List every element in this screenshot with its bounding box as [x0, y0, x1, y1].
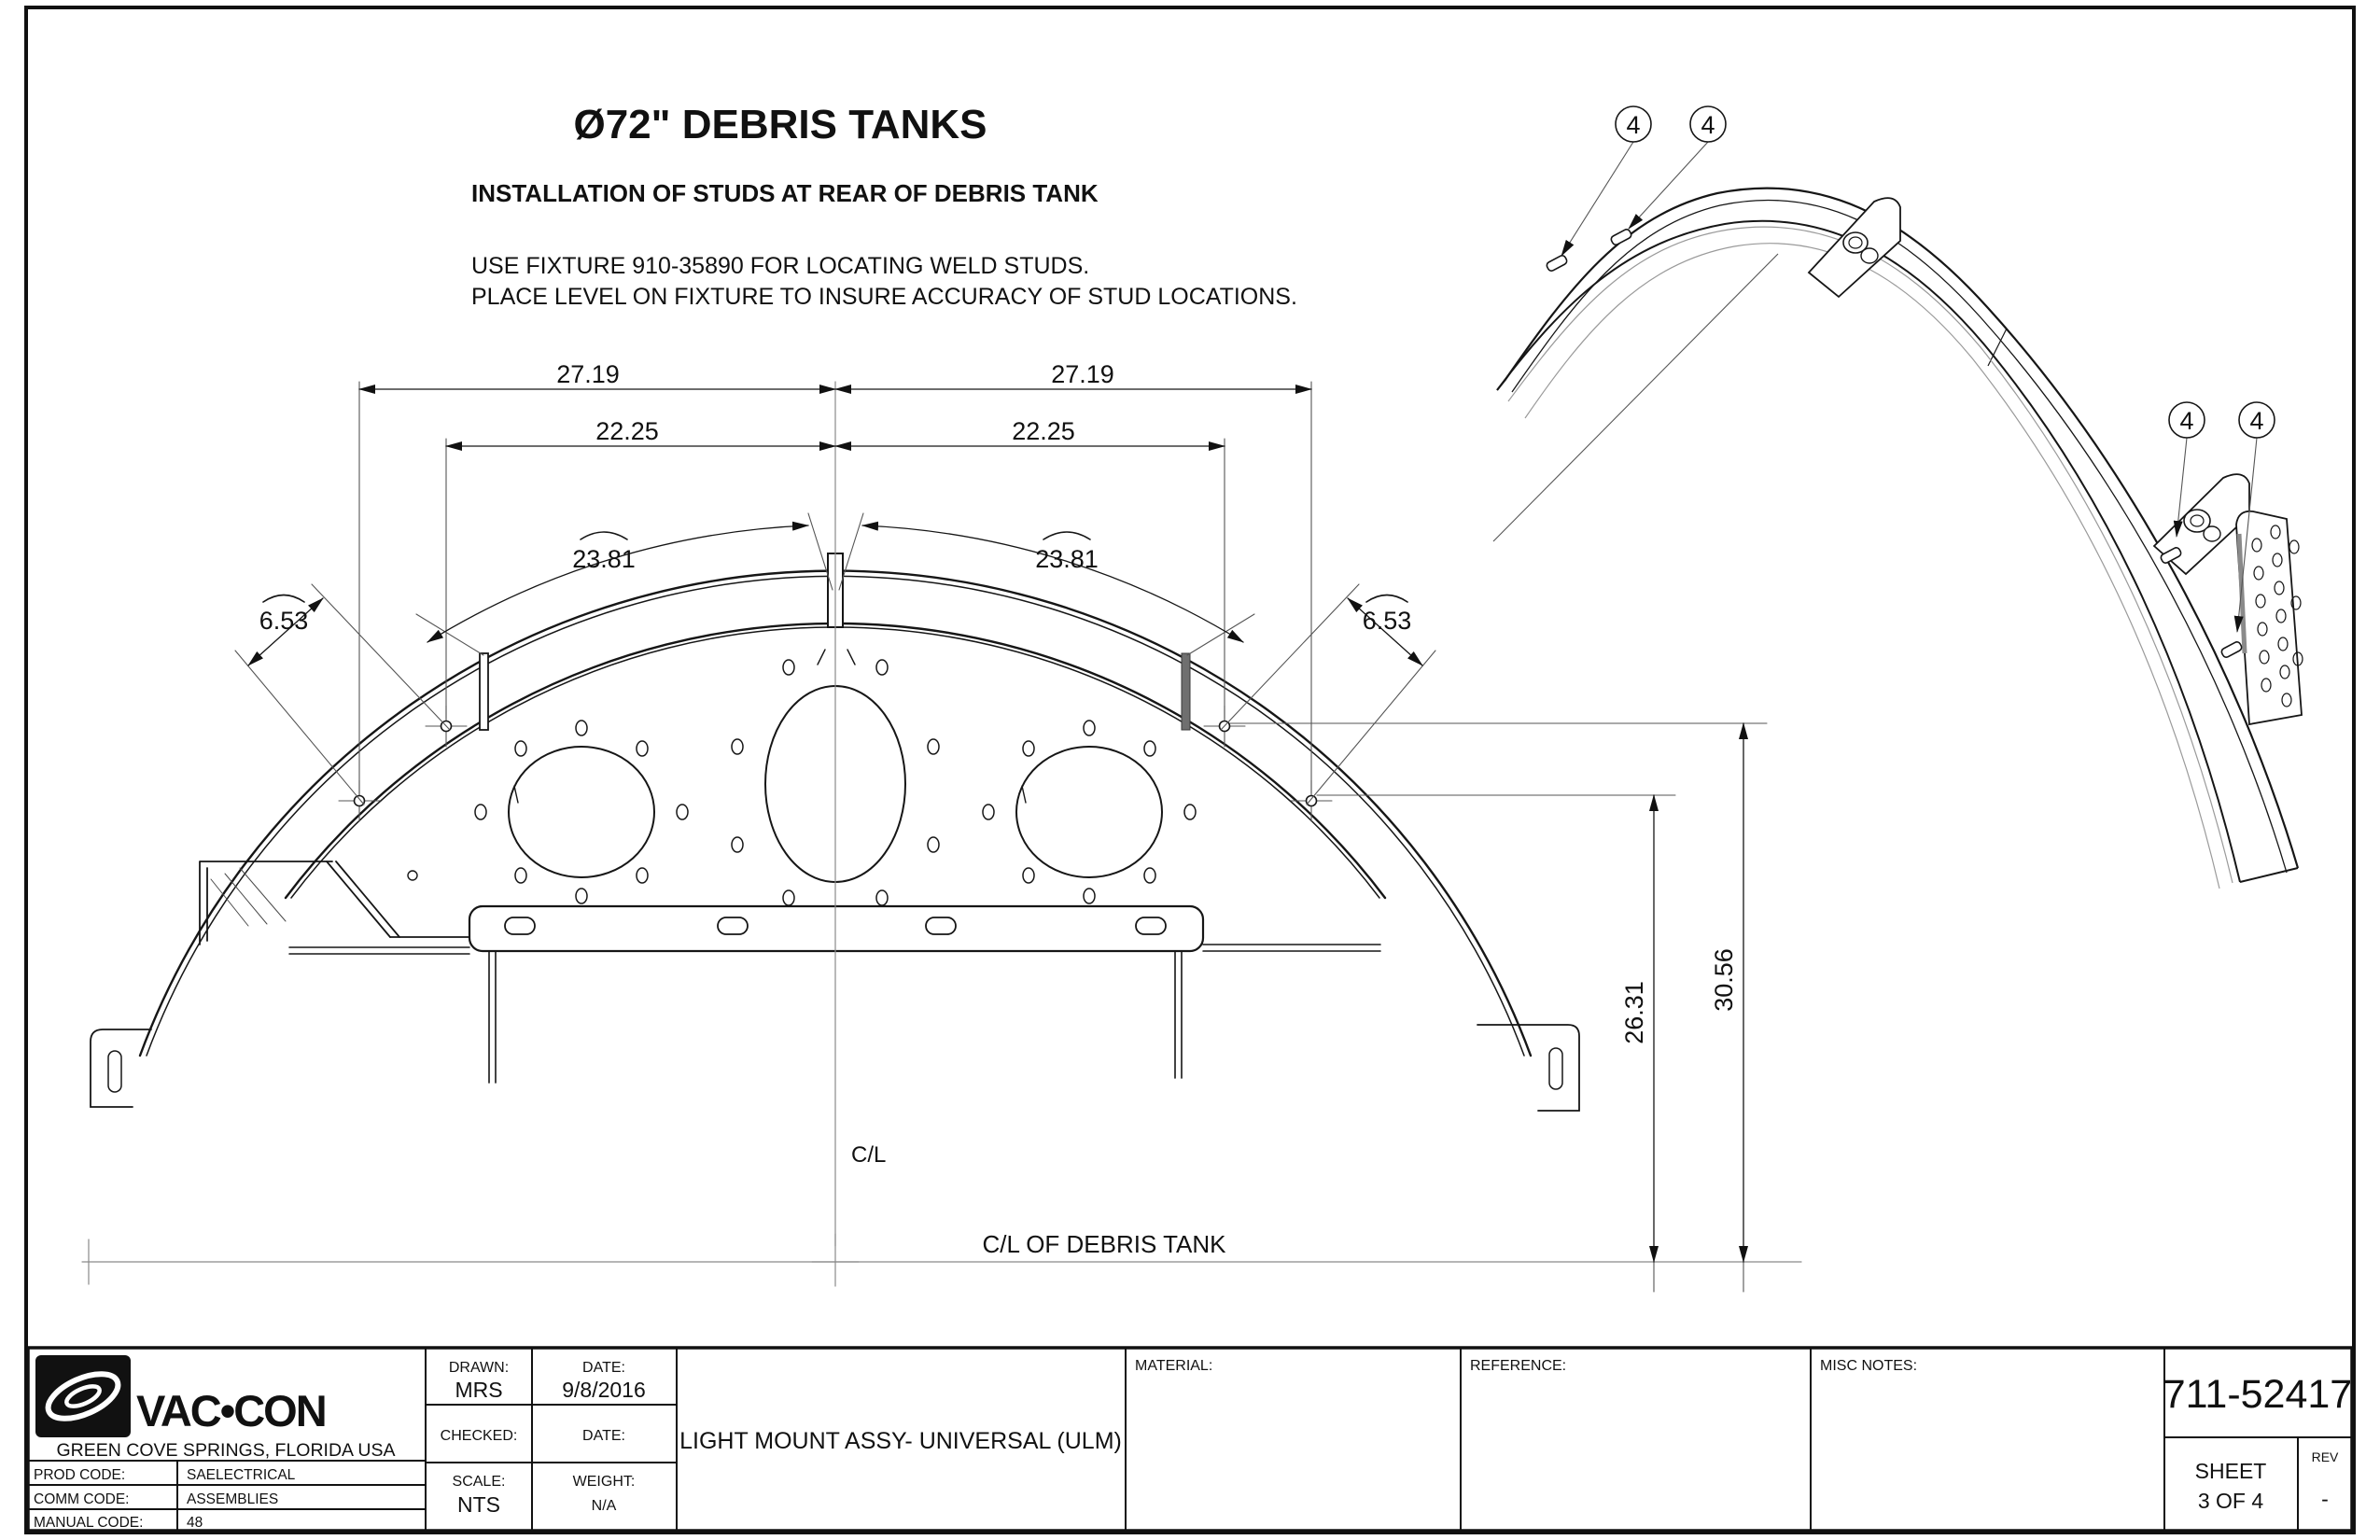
note-line-1: USE FIXTURE 910-35890 FOR LOCATING WELD … — [471, 253, 1089, 279]
left-tab — [479, 652, 489, 731]
checked-date-label: DATE: — [582, 1428, 625, 1444]
misc-notes-label: MISC NOTES: — [1820, 1358, 1917, 1374]
balloon-circle — [2168, 401, 2205, 439]
part-title: LIGHT MOUNT ASSY- UNIVERSAL (ULM) — [679, 1428, 1122, 1454]
centerlines — [81, 381, 1802, 1287]
arc-symbols — [262, 531, 1408, 603]
dim-arc-23-81-left — [427, 521, 809, 643]
balloon-label: 4 — [1626, 111, 1640, 139]
note-line-2: PLACE LEVEL ON FIXTURE TO INSURE ACCURAC… — [471, 284, 1297, 310]
dimension-labels: 27.19 27.19 22.25 22.25 23.81 23.81 6.53… — [259, 360, 1738, 1258]
sheet-label: SHEET — [2195, 1459, 2267, 1483]
dim-30-56: 30.56 — [1710, 948, 1738, 1012]
prod-code-label: PROD CODE: — [34, 1467, 125, 1483]
main-view: 27.19 27.19 22.25 22.25 23.81 23.81 6.53… — [81, 360, 1802, 1293]
weld-stud — [1305, 794, 1318, 807]
manual-code-label: MANUAL CODE: — [34, 1515, 143, 1531]
weld-stud — [2160, 547, 2182, 564]
balloon-circle — [2238, 401, 2275, 439]
bolt-holes — [474, 659, 1197, 906]
weld-stud — [353, 794, 366, 807]
balloon-leaders — [1561, 141, 2258, 633]
rim-band-surface-lines — [1507, 226, 2233, 889]
scale-value: NTS — [457, 1492, 500, 1517]
rev-value: - — [2321, 1487, 2329, 1511]
balloon-circle — [1615, 105, 1652, 143]
date-label: DATE: — [582, 1360, 625, 1376]
sheet-value: 3 OF 4 — [2198, 1489, 2264, 1513]
material-label: MATERIAL: — [1135, 1358, 1212, 1374]
weld-stud — [1610, 229, 1632, 245]
dim-22-25-left: 22.25 — [595, 417, 659, 445]
title-block-grid — [28, 1348, 2352, 1531]
manual-code-value: 48 — [187, 1515, 203, 1531]
mount-bar — [288, 904, 1381, 1084]
dim-23-81-left: 23.81 — [572, 545, 636, 573]
drawn-value: MRS — [455, 1378, 502, 1402]
dim-6-53-left: 6.53 — [259, 607, 309, 635]
mount-legs — [488, 950, 1183, 1084]
weld-stud — [2220, 641, 2243, 658]
right-flange — [1477, 1024, 1580, 1112]
dim-arc-23-81-right — [861, 521, 1244, 643]
reference-label: REFERENCE: — [1470, 1358, 1566, 1374]
right-tab — [1181, 652, 1191, 731]
bolt-bracket-upper — [1807, 197, 1901, 299]
balloons: 4 4 4 4 — [1615, 105, 2275, 439]
extension-lines — [234, 381, 1768, 1293]
drawn-label: DRAWN: — [449, 1360, 509, 1376]
dim-26-31: 26.31 — [1620, 981, 1648, 1044]
rev-label: REV — [2312, 1449, 2339, 1464]
company-city: GREEN COVE SPRINGS, FLORIDA USA — [57, 1440, 396, 1461]
weight-value: N/A — [592, 1498, 617, 1514]
left-bracket — [199, 861, 470, 945]
company-name: VAC•CON — [136, 1386, 326, 1435]
comm-code-label: COMM CODE: — [34, 1491, 129, 1507]
header-notes: Ø72" DEBRIS TANKS INSTALLATION OF STUDS … — [471, 102, 1297, 310]
centerline-label: C/L — [851, 1142, 886, 1168]
drawing-subtitle: INSTALLATION OF STUDS AT REAR OF DEBRIS … — [471, 179, 1099, 207]
tank-centerline-label: C/L OF DEBRIS TANK — [982, 1230, 1226, 1258]
dim-22-25-right: 22.25 — [1012, 417, 1075, 445]
comm-code-value: ASSEMBLIES — [187, 1491, 278, 1507]
dim-27-19-right: 27.19 — [1051, 360, 1114, 388]
logo-swoosh-icon — [45, 1371, 121, 1421]
drawn-block: DRAWN: MRS DATE: 9/8/2016 CHECKED: DATE:… — [441, 1360, 646, 1517]
scale-label: SCALE: — [453, 1474, 506, 1490]
dim-27-19-left: 27.19 — [556, 360, 620, 388]
title-block: VAC•CON GREEN COVE SPRINGS, FLORIDA USA … — [26, 1346, 2354, 1533]
dim-line-6-53-left — [247, 597, 324, 666]
dim-6-53-right: 6.53 — [1363, 607, 1412, 635]
date-value: 9/8/2016 — [562, 1378, 646, 1402]
weld-stud — [1546, 255, 1568, 272]
weight-label: WEIGHT: — [573, 1474, 636, 1490]
dim-line-6-53-right — [1347, 597, 1423, 666]
checked-label: CHECKED: — [441, 1428, 518, 1444]
drawing-title: Ø72" DEBRIS TANKS — [573, 102, 987, 147]
prod-code-value: SAELECTRICAL — [187, 1467, 296, 1483]
code-rows: PROD CODE: SAELECTRICAL COMM CODE: ASSEM… — [34, 1467, 296, 1531]
dim-23-81-right: 23.81 — [1035, 545, 1099, 573]
sheet-border — [24, 6, 2356, 1534]
end-flanges — [90, 1024, 1580, 1112]
detail-weld-studs — [1546, 229, 2243, 658]
detail-leader-line — [1492, 253, 1779, 542]
light-hole-left — [508, 746, 655, 878]
balloon-label: 4 — [2179, 407, 2193, 435]
dimension-lines — [247, 385, 1748, 1263]
detail-view: 4 4 4 4 — [1492, 105, 2303, 889]
rim-band-inner-edge — [1496, 219, 2241, 883]
left-flange — [90, 1029, 152, 1108]
balloon-label: 4 — [2249, 407, 2263, 435]
balloon-circle — [1689, 105, 1727, 143]
part-number: 711-52417 — [2163, 1372, 2352, 1417]
balloon-label: 4 — [1701, 111, 1715, 139]
company-logo: VAC•CON GREEN COVE SPRINGS, FLORIDA USA — [35, 1355, 396, 1461]
light-hole-right — [1015, 746, 1163, 878]
perforated-plate — [2235, 510, 2303, 726]
